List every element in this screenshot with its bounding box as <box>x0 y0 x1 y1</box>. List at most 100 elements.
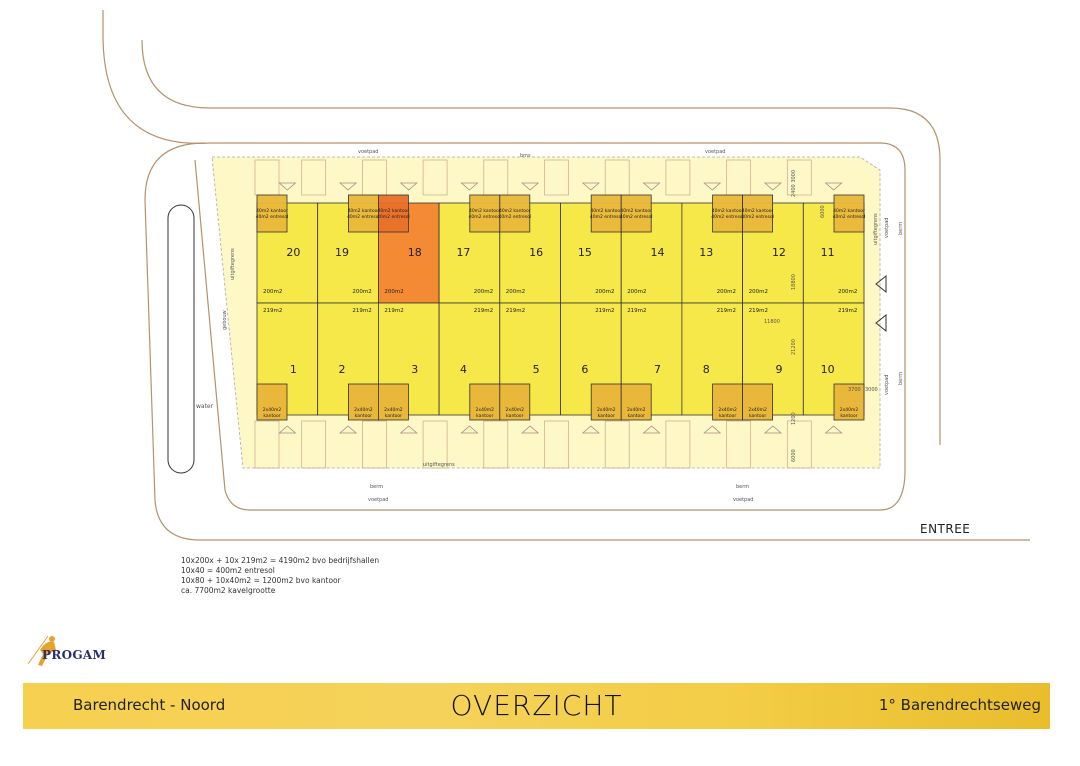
arrow-up-icon <box>278 425 297 434</box>
arrow-up-icon <box>338 425 358 434</box>
arrow-down-icon <box>763 182 783 191</box>
unit-area: 200m2 <box>474 289 493 295</box>
berm-label-1: berm <box>370 484 383 490</box>
uitgiftegrens-label-right: uitgiftegrens <box>873 213 879 245</box>
unit-number: 10 <box>821 363 835 376</box>
office-block-top <box>712 194 743 233</box>
office-block-top <box>256 194 288 233</box>
uitgiftegrens-label-left: uitgiftegrens <box>230 248 236 280</box>
arrow-down-icon <box>278 182 297 191</box>
office-label: 2x40m2 <box>354 407 373 413</box>
office-label: 2x40m2 <box>384 407 403 413</box>
gebouw-label: gebouw <box>222 310 228 330</box>
unit-area: 200m2 <box>627 289 646 295</box>
office-label: 2x40m2 <box>263 407 282 413</box>
voetpad-label-top-1: voetpad <box>358 149 378 155</box>
unit-area: 219m2 <box>595 308 614 314</box>
unit-number: 2 <box>339 363 346 376</box>
unit-number: 20 <box>286 246 300 259</box>
dimension-label: 2400 3000 <box>791 170 797 197</box>
office-label: kantoor <box>598 413 615 419</box>
arrow-down-icon <box>642 182 661 191</box>
unit-area: 219m2 <box>627 308 646 314</box>
parking-stall <box>786 420 812 469</box>
office-label: 40m2 kantoor <box>499 208 531 214</box>
water-label: water <box>196 403 214 410</box>
dimension-label: 18800 <box>791 274 797 290</box>
unit-area: 219m2 <box>749 308 768 314</box>
office-label: 2x40m2 <box>506 407 525 413</box>
unit-number: 8 <box>703 363 710 376</box>
office-label: 2x40m2 <box>748 407 767 413</box>
office-block-bottom <box>377 383 409 421</box>
office-label: 40m2 entresol <box>620 214 653 220</box>
unit-number: 11 <box>821 246 835 259</box>
office-label: kantoor <box>840 413 857 419</box>
road-outlines <box>102 10 1030 541</box>
unit-number: 3 <box>411 363 418 376</box>
dimension-label: 21200 <box>791 339 797 355</box>
unit-number: 9 <box>775 363 782 376</box>
unit-area: 219m2 <box>506 308 525 314</box>
arrow-up-icon <box>521 425 540 434</box>
dimension-label: 1200 <box>791 412 797 425</box>
unit-area: 219m2 <box>263 308 282 314</box>
arrow-down-icon <box>824 182 843 191</box>
office-label: 40m2 kantoor <box>712 208 744 214</box>
office-label: 40m2 entresol <box>256 214 289 220</box>
office-label: kantoor <box>506 413 523 419</box>
unit-area: 219m2 <box>838 308 857 314</box>
unit-area: 200m2 <box>263 289 282 295</box>
voetpad-label-bottom-2: voetpad <box>733 497 753 503</box>
office-block-bottom <box>620 383 652 421</box>
office-block-top <box>742 194 773 233</box>
office-block-bottom <box>712 383 743 421</box>
unit-number: 12 <box>772 246 786 259</box>
unit-number: 4 <box>460 363 467 376</box>
unit-area: 219m2 <box>352 308 371 314</box>
parking-stall <box>483 420 509 469</box>
berm-label-2: berm <box>736 484 749 490</box>
parking-stall <box>544 159 569 196</box>
office-block-top <box>833 194 865 233</box>
unit-area: 200m2 <box>384 289 403 295</box>
dimension-label: 6000 <box>791 449 797 462</box>
parking-stall <box>786 159 812 196</box>
unit-number: 7 <box>654 363 661 376</box>
arrow-up-icon <box>824 425 843 434</box>
unit-number: 17 <box>456 246 470 259</box>
office-label: 40m2 kantoor <box>590 208 622 214</box>
office-block-top <box>499 194 531 233</box>
arrow-down-icon <box>581 182 600 191</box>
parking-stall <box>301 420 327 469</box>
location-left: Barendrecht - Noord <box>73 696 226 714</box>
note-line: 10x40 = 400m2 entresol <box>181 566 275 575</box>
arrow-up-icon <box>763 425 783 434</box>
title-bar: Barendrecht - Noord OVERZICHT 1° Barendr… <box>23 683 1050 729</box>
location-right: 1° Barendrechtseweg <box>878 696 1041 714</box>
unit-number: 5 <box>533 363 540 376</box>
office-block-bottom <box>833 383 865 421</box>
office-label: 40m2 entresol <box>498 214 531 220</box>
office-label: kantoor <box>719 413 736 419</box>
office-block-top <box>347 194 379 233</box>
dimension-label: 3000 <box>865 387 878 393</box>
berm-label-right-2: berm <box>898 372 904 385</box>
arrow-up-icon <box>703 425 722 434</box>
parking-stall <box>254 420 280 469</box>
unit-area: 200m2 <box>838 289 857 295</box>
note-line: 10x80 + 10x40m2 = 1200m2 bvo kantoor <box>181 576 341 585</box>
office-block-top <box>620 194 652 233</box>
voetpad-label-top-2: voetpad <box>705 149 725 155</box>
unit-number: 13 <box>699 246 713 259</box>
office-block-bottom <box>256 383 288 421</box>
office-label: 2x40m2 <box>718 407 737 413</box>
page-title: OVERZICHT <box>450 689 623 722</box>
unit-area: 200m2 <box>352 289 371 295</box>
entrance-arrow-icon <box>875 274 887 294</box>
parking-stall <box>422 159 448 196</box>
note-line: 10x200x + 10x 219m2 = 4190m2 bvo bedrijf… <box>181 556 380 565</box>
parking-stall <box>665 159 691 196</box>
office-label: 40m2 kantoor <box>469 208 501 214</box>
berm-label-right-1: berm <box>898 222 904 235</box>
